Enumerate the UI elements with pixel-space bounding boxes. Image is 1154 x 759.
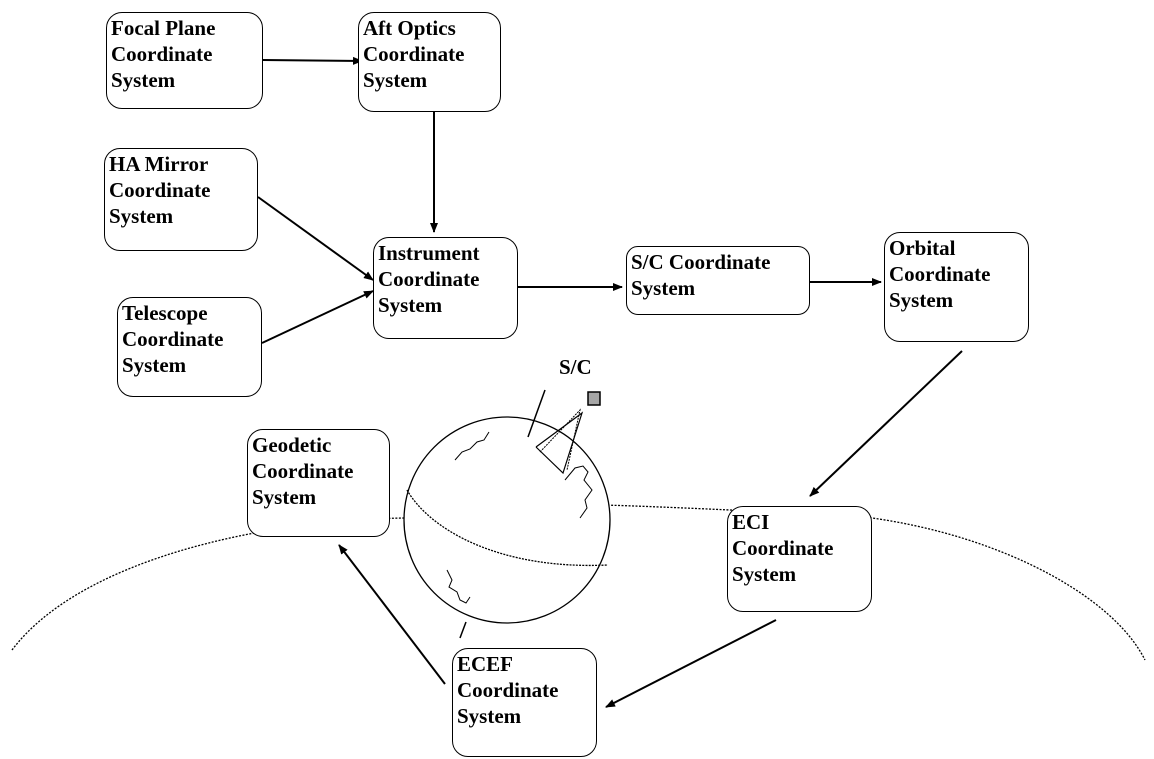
sensor-footprint [539, 408, 581, 471]
node-label-line: Aft Optics [363, 16, 456, 40]
ha-mirror-node: HA Mirror Coordinate System [104, 148, 258, 251]
node-label-line: System [889, 288, 954, 312]
node-label-line: System [363, 68, 428, 92]
landmass-outline [454, 431, 490, 461]
node-label-line: System [111, 68, 176, 92]
spacecraft-label: S/C [559, 355, 592, 379]
earth-circle [403, 416, 611, 624]
node-label-line: Coordinate [363, 42, 465, 66]
node-label-line: S/C Coordinate [631, 250, 771, 274]
spacecraft-icon [587, 391, 601, 406]
node-label-line: Telescope [122, 301, 208, 325]
edge-eci-to-ecef [605, 619, 777, 708]
edge-telescope-to-instrument [261, 290, 374, 344]
edge-focal-to-aft [262, 56, 363, 65]
node-label-line: System [732, 562, 797, 586]
node-label-line: Focal Plane [111, 16, 216, 40]
ecef-node: ECEF Coordinate System [452, 648, 597, 757]
edge-ecef-to-geodetic [338, 544, 446, 685]
axis-line [459, 621, 467, 639]
node-label-line: Coordinate [122, 327, 224, 351]
node-label-line: ECI [732, 510, 770, 534]
spacecraft-node: S/C Coordinate System [626, 246, 810, 315]
node-label-line: Instrument [378, 241, 480, 265]
telescope-node: Telescope Coordinate System [117, 297, 262, 397]
node-label-line: Orbital [889, 236, 956, 260]
axis-line [527, 389, 546, 438]
node-label-line: Coordinate [732, 536, 834, 560]
earth-globe [403, 389, 611, 639]
node-label-line: System [122, 353, 187, 377]
focal-plane-node: Focal Plane Coordinate System [106, 12, 263, 109]
node-label-line: HA Mirror [109, 152, 209, 176]
node-label-line: Coordinate [109, 178, 211, 202]
edge-ha-to-instrument [257, 196, 374, 281]
edge-orbital-to-eci [809, 350, 963, 497]
landmass-outline [564, 465, 593, 519]
node-label-line: Coordinate [457, 678, 559, 702]
aft-optics-node: Aft Optics Coordinate System [358, 12, 501, 112]
node-label-line: System [457, 704, 522, 728]
node-label-line: Coordinate [111, 42, 213, 66]
instrument-node: Instrument Coordinate System [373, 237, 518, 339]
landmass-outline [446, 569, 471, 604]
node-label-line: Coordinate [889, 262, 991, 286]
node-label-line: ECEF [457, 652, 514, 676]
node-label-line: System [631, 276, 696, 300]
node-label-line: System [252, 485, 317, 509]
node-label-line: System [378, 293, 443, 317]
node-label-line: System [109, 204, 174, 228]
orbital-node: Orbital Coordinate System [884, 232, 1029, 342]
node-label-line: Coordinate [378, 267, 480, 291]
eci-node: ECI Coordinate System [727, 506, 872, 612]
node-label-line: Coordinate [252, 459, 354, 483]
geodetic-node: Geodetic Coordinate System [247, 429, 390, 537]
node-label-line: Geodetic [252, 433, 332, 457]
